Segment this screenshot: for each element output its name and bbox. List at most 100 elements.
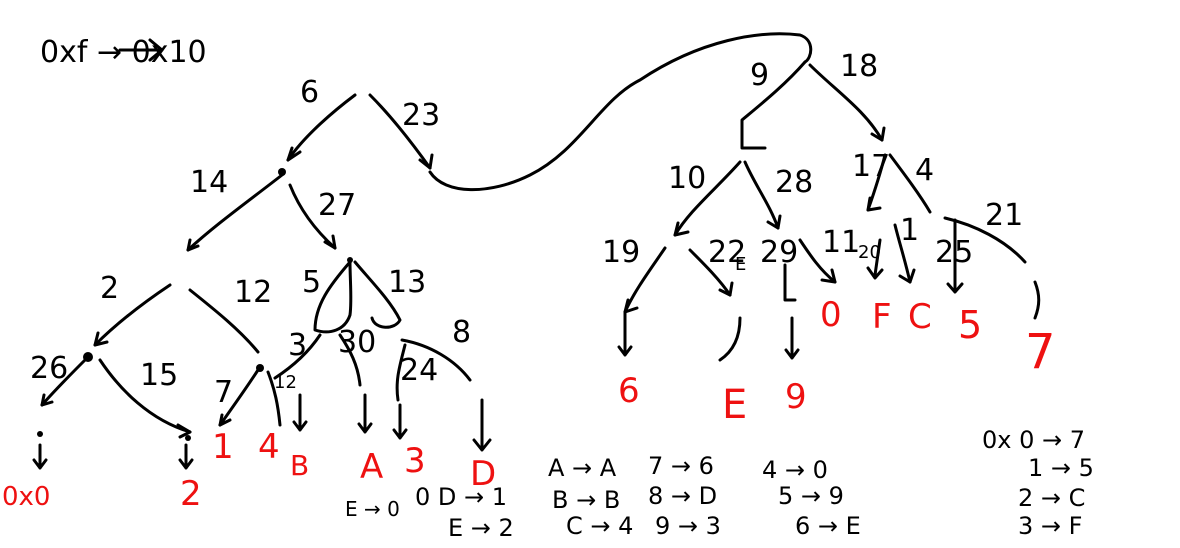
- edge-label: 29: [760, 235, 798, 270]
- leaf-symbol: C: [908, 297, 932, 337]
- leaf-symbol: D: [470, 454, 496, 494]
- small-label: 12: [274, 372, 297, 393]
- edge: [357, 393, 373, 434]
- edge-label: 28: [775, 165, 813, 200]
- edge-label: 22: [708, 235, 746, 270]
- mapping-entry: 0x 0 → 7: [982, 426, 1085, 454]
- arrowhead: [418, 153, 434, 170]
- edge: [1033, 280, 1041, 320]
- edge-label: 26: [30, 351, 68, 386]
- tree-nodes: [37, 168, 353, 441]
- mapping-entry: 5 → 9: [778, 482, 844, 510]
- edge: [188, 288, 260, 354]
- tree-edges: [32, 32, 1041, 470]
- edge-label: 8: [452, 315, 471, 350]
- edge: [286, 93, 357, 162]
- arrowhead: [176, 423, 192, 439]
- edge: [798, 238, 837, 284]
- edge-labels-right: 9 18 10 28 17 4 19 22 29 11 1 25 21: [602, 49, 1023, 270]
- arrowhead: [870, 126, 886, 142]
- edge: [273, 333, 322, 380]
- edge: [893, 223, 912, 284]
- edge: [93, 283, 172, 347]
- edge: [673, 160, 742, 237]
- edge: [740, 60, 807, 150]
- leaf-symbol: 9: [785, 377, 807, 417]
- leaf-symbol: 3: [404, 441, 426, 481]
- edge: [392, 403, 408, 440]
- leaf-symbol: 7: [1025, 324, 1056, 380]
- edge-label: 7: [214, 375, 233, 410]
- edge: [368, 93, 432, 170]
- edge-label: 17: [852, 149, 890, 184]
- edge: [32, 443, 48, 470]
- edge: [266, 370, 282, 427]
- edge: [313, 260, 353, 334]
- small-label: 20: [858, 242, 881, 263]
- edge: [353, 260, 402, 329]
- edge: [783, 263, 797, 302]
- node-dot: [185, 435, 191, 441]
- mapping-entry: C → 4: [566, 512, 633, 540]
- link-curve: [428, 32, 813, 192]
- edge: [866, 238, 884, 280]
- edge-label: 1: [900, 213, 919, 248]
- arrowhead: [766, 214, 782, 230]
- leaf-symbol: 5: [958, 303, 982, 347]
- arrowhead: [623, 298, 639, 314]
- mapping-entry: 4 → 0: [762, 456, 828, 484]
- arrowhead: [820, 268, 837, 284]
- leaf-symbol: 0: [820, 295, 842, 335]
- edge-label: 27: [318, 188, 356, 223]
- leaf-symbol: 1: [212, 427, 234, 467]
- edge: [718, 316, 742, 362]
- leaf-symbol: 0x0: [2, 482, 50, 512]
- edge: [946, 218, 964, 294]
- arrowhead: [323, 234, 337, 250]
- arrowhead: [218, 413, 232, 427]
- node-dot: [256, 364, 264, 372]
- leaf-symbol: 6: [618, 371, 640, 411]
- edge: [338, 333, 362, 387]
- edge: [688, 248, 732, 297]
- edge-label: 6: [300, 75, 319, 110]
- leaf-symbol: 2: [180, 474, 202, 514]
- arrowhead: [93, 331, 109, 347]
- leaf-symbol: F: [872, 297, 892, 337]
- edge-label: 5: [302, 265, 321, 300]
- arrowhead: [673, 221, 690, 237]
- header-label: 0xf → 0x10: [40, 35, 207, 70]
- node-dot: [37, 431, 43, 437]
- edge-label: 12: [234, 275, 272, 310]
- edge-label: 18: [840, 49, 878, 84]
- edge: [808, 63, 884, 142]
- arrowhead: [866, 196, 882, 212]
- edge-label: 3: [288, 328, 307, 363]
- arrowhead: [286, 146, 302, 162]
- mapping-entry: 9 → 3: [655, 512, 721, 540]
- edge: [186, 173, 284, 252]
- mapping-entry: 6 → E: [795, 512, 861, 540]
- arrowhead: [898, 268, 916, 284]
- edge: [218, 368, 260, 427]
- edge-labels-left: 6 23 14 27 2 12 5 13 26 15 7 3 30 24 8: [30, 75, 471, 410]
- edge-label: 11: [822, 225, 860, 260]
- arrowhead: [40, 393, 54, 407]
- edge-label: 30: [338, 325, 376, 360]
- edge: [617, 310, 633, 357]
- arrowhead: [718, 281, 734, 297]
- edge: [400, 338, 472, 382]
- mapping-table: E → 0 0 D → 1 E → 2 A → A B → B C → 4 7 …: [345, 426, 1094, 542]
- edge: [784, 316, 800, 360]
- leaf-symbols: 0x0 2 1 4 B A 3 D 6 E 9 0 F C 5 7: [2, 295, 1056, 514]
- mapping-entry: 2 → C: [1018, 484, 1085, 512]
- edge-label: 23: [402, 98, 440, 133]
- edge-label: 13: [388, 265, 426, 300]
- leaf-symbol: B: [290, 449, 309, 482]
- mapping-entry: 1 → 5: [1028, 454, 1094, 482]
- leaf-symbol: A: [360, 447, 383, 487]
- edge: [888, 153, 932, 214]
- node-dot: [347, 257, 353, 263]
